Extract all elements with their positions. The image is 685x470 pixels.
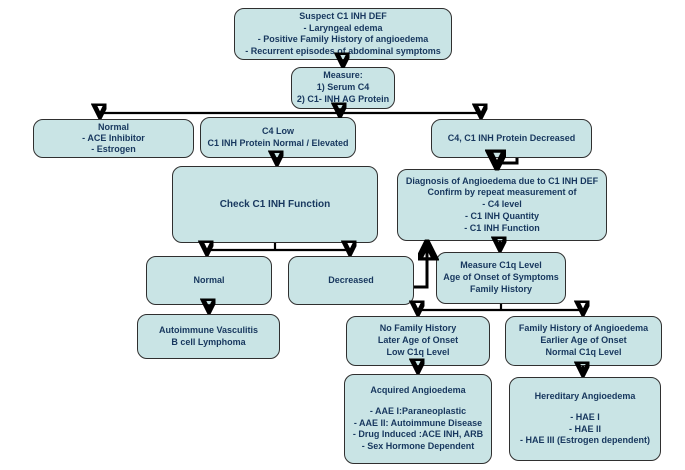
box-line: B cell Lymphoma — [171, 336, 246, 347]
box-line: - C1 INH Quantity — [464, 210, 539, 221]
box-line: Confirm by repeat measurement of — [427, 187, 577, 198]
box-function-decreased: Decreased — [288, 256, 414, 305]
box-line: - ACE Inhibitor — [82, 133, 145, 143]
box-check-c1-inh-function: Check C1 INH Function — [172, 166, 378, 243]
box-line: Autoimmune Vasculitis — [158, 324, 259, 335]
box-line: Later Age of Onset — [377, 335, 459, 346]
box-line: Low C1q Level — [386, 346, 450, 357]
box-line: - Laryngeal edema — [303, 22, 383, 33]
box-line: - Positive Family History of angioedema — [257, 34, 429, 44]
box-line: Measure C1q Level — [460, 260, 542, 271]
box-c4-c1-protein-decreased: C4, C1 INH Protein Decreased — [431, 119, 592, 158]
box-line: C1 INH Protein Normal / Elevated — [207, 137, 349, 148]
box-line: Acquired Angioedema — [370, 385, 466, 396]
box-line: Decreased — [328, 274, 374, 285]
box-line: Normal — [97, 122, 129, 132]
box-line: 2) C1- INH AG Protein — [296, 93, 390, 104]
box-hereditary-angioedema: Hereditary Angioedema - HAE I - HAE II -… — [509, 377, 661, 461]
box-line: - HAE III (Estrogen dependent) — [519, 435, 650, 446]
box-line: C4, C1 INH Protein Decreased — [447, 132, 576, 143]
box-line: - Estrogen — [91, 144, 136, 154]
box-line: Hereditary Angioedema — [534, 391, 636, 402]
box-line: - AAE II: Autoimmune Disease — [353, 417, 483, 428]
box-line: - Drug Induced :ACE INH, ARB — [352, 429, 484, 440]
arrow-c4c1-to-diagnosis — [497, 158, 519, 165]
box-line: Earlier Age of Onset — [540, 335, 627, 346]
arrow-decreased-to-diagnosis — [414, 245, 427, 289]
box-no-family-history: No Family History Later Age of Onset Low… — [346, 316, 490, 366]
box-family-history-angioedema: Family History of Angioedema Earlier Age… — [505, 316, 662, 366]
box-line: Measure: — [323, 70, 363, 81]
box-c4-low: C4 Low C1 INH Protein Normal / Elevated — [200, 117, 356, 158]
box-line: - C4 level — [482, 199, 522, 210]
box-line: - Recurrent episodes of abdominal sympto… — [245, 45, 441, 56]
box-function-normal: Normal — [146, 256, 272, 305]
connector-c1q-branch — [418, 304, 583, 312]
box-line: C4 Low — [261, 125, 294, 136]
box-line: - Sex Hormone Dependent — [361, 441, 475, 452]
connector-check-branch — [207, 243, 350, 252]
box-line: - HAE I — [570, 411, 600, 422]
box-line: Diagnosis of Angioedema due to C1 INH DE… — [405, 175, 599, 186]
box-line: Family History — [469, 283, 533, 294]
box-measure-serum: Measure: 1) Serum C4 2) C1- INH AG Prote… — [291, 67, 395, 109]
box-line: 1) Serum C4 — [316, 82, 370, 93]
box-line: Check C1 INH Function — [219, 199, 331, 210]
box-acquired-angioedema: Acquired Angioedema - AAE I:Paraneoplast… — [344, 374, 492, 464]
box-line: No Family History — [379, 323, 457, 334]
box-line: Suspect C1 INH DEF — [299, 11, 387, 21]
connector-measure-branch — [100, 109, 481, 115]
box-measure-c1q-level: Measure C1q Level Age of Onset of Sympto… — [436, 252, 566, 304]
box-line: Family History of Angioedema — [518, 323, 649, 334]
box-line: Normal — [193, 274, 225, 285]
box-normal-ace-estrogen: Normal - ACE Inhibitor - Estrogen — [33, 119, 194, 158]
box-line: Normal C1q Level — [545, 346, 622, 357]
box-line: - HAE II — [568, 423, 601, 434]
box-line: - AAE I:Paraneoplastic — [369, 405, 467, 416]
box-diagnosis-confirm: Diagnosis of Angioedema due to C1 INH DE… — [397, 169, 607, 241]
box-autoimmune-vasculitis: Autoimmune Vasculitis B cell Lymphoma — [137, 314, 280, 359]
box-line: Age of Onset of Symptoms — [443, 272, 559, 283]
box-suspect-c1-inh-def: Suspect C1 INH DEF - Laryngeal edema - P… — [234, 8, 452, 60]
box-line: - C1 INH Function — [464, 222, 540, 233]
